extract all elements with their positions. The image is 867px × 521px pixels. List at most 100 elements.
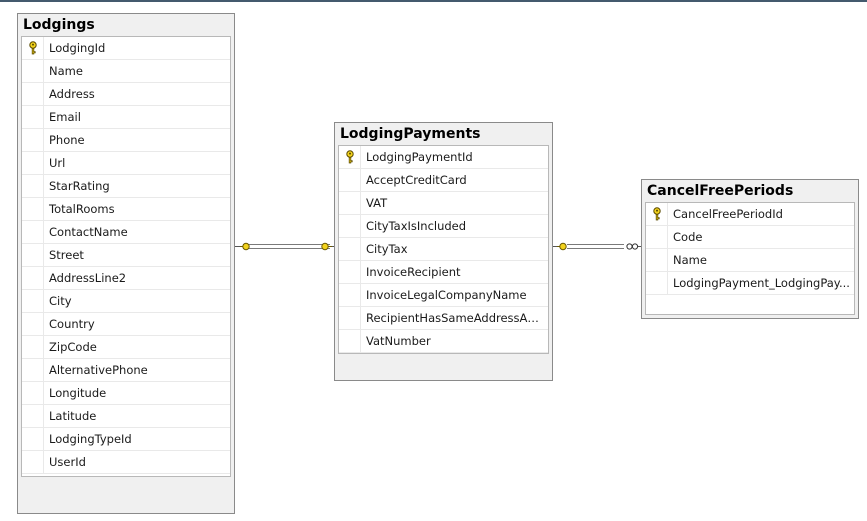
row-selector xyxy=(22,451,44,473)
row-selector xyxy=(646,272,668,294)
row-selector xyxy=(339,330,361,352)
row-selector xyxy=(22,37,44,59)
column-row[interactable]: Country xyxy=(22,313,230,336)
column-row[interactable]: City xyxy=(22,290,230,313)
column-name: Email xyxy=(49,110,81,124)
primary-key-icon xyxy=(345,150,354,164)
column-row[interactable]: UserId xyxy=(22,451,230,474)
column-name: ZipCode xyxy=(49,340,97,354)
column-row[interactable]: ContactName xyxy=(22,221,230,244)
column-row[interactable]: LodgingId xyxy=(22,37,230,60)
row-selector xyxy=(339,238,361,260)
row-selector xyxy=(22,221,44,243)
row-selector xyxy=(339,146,361,168)
row-selector xyxy=(339,215,361,237)
column-row[interactable]: InvoiceRecipient xyxy=(339,261,548,284)
column-row[interactable]: AddressLine2 xyxy=(22,267,230,290)
column-row[interactable]: ZipCode xyxy=(22,336,230,359)
row-selector xyxy=(22,313,44,335)
row-selector xyxy=(22,405,44,427)
relationship-payments-cancelfree[interactable] xyxy=(552,242,642,251)
row-selector xyxy=(339,169,361,191)
column-row[interactable]: Email xyxy=(22,106,230,129)
row-selector xyxy=(22,152,44,174)
column-name: StarRating xyxy=(49,179,110,193)
column-name: AlternativePhone xyxy=(49,363,148,377)
column-name: CityTaxIsIncluded xyxy=(366,219,467,233)
table-title[interactable]: Lodgings xyxy=(23,17,95,33)
row-selector xyxy=(22,175,44,197)
column-name: UserId xyxy=(49,455,86,469)
key-end-icon xyxy=(240,242,250,251)
column-row[interactable]: RecipientHasSameAddressAsLo... xyxy=(339,307,548,330)
row-selector xyxy=(22,267,44,289)
column-row[interactable]: InvoiceLegalCompanyName xyxy=(339,284,548,307)
column-row[interactable]: Address xyxy=(22,83,230,106)
row-selector xyxy=(646,203,668,225)
column-row[interactable]: Phone xyxy=(22,129,230,152)
row-selector xyxy=(22,106,44,128)
row-selector xyxy=(22,359,44,381)
column-row[interactable]: AcceptCreditCard xyxy=(339,169,548,192)
column-name: LodgingPaymentId xyxy=(366,150,473,164)
row-selector xyxy=(646,249,668,271)
column-name: AcceptCreditCard xyxy=(366,173,467,187)
column-row[interactable]: Street xyxy=(22,244,230,267)
column-name: Longitude xyxy=(49,386,107,400)
column-name: LodgingId xyxy=(49,41,106,55)
column-name: Name xyxy=(673,253,707,267)
column-row[interactable]: LodgingPaymentId xyxy=(339,146,548,169)
column-row[interactable]: TotalRooms xyxy=(22,198,230,221)
column-row[interactable]: CityTaxIsIncluded xyxy=(339,215,548,238)
column-row[interactable]: CancelFreePeriodId xyxy=(646,203,854,226)
table-title[interactable]: CancelFreePeriods xyxy=(647,183,794,199)
row-selector xyxy=(22,60,44,82)
row-selector xyxy=(22,290,44,312)
column-row[interactable]: LodgingPayment_LodgingPay... xyxy=(646,272,854,295)
table-title[interactable]: LodgingPayments xyxy=(340,126,481,142)
column-row[interactable]: AlternativePhone xyxy=(22,359,230,382)
key-end-icon xyxy=(321,242,332,251)
primary-key-icon xyxy=(652,207,661,221)
column-name: TotalRooms xyxy=(49,202,115,216)
column-name: Code xyxy=(673,230,703,244)
column-row[interactable]: CityTax xyxy=(339,238,548,261)
column-row[interactable]: StarRating xyxy=(22,175,230,198)
relationship-lodgings-payments[interactable] xyxy=(234,242,334,251)
primary-key-icon xyxy=(28,41,37,55)
column-name: ContactName xyxy=(49,225,128,239)
key-end-icon xyxy=(557,242,567,251)
row-selector xyxy=(22,428,44,450)
column-name: Address xyxy=(49,87,95,101)
column-row[interactable]: Url xyxy=(22,152,230,175)
column-row[interactable]: VAT xyxy=(339,192,548,215)
column-row[interactable]: LodgingTypeId xyxy=(22,428,230,451)
column-name: Street xyxy=(49,248,84,262)
column-row[interactable]: Latitude xyxy=(22,405,230,428)
row-selector xyxy=(22,244,44,266)
column-name: AddressLine2 xyxy=(49,271,127,285)
column-name: Phone xyxy=(49,133,85,147)
column-row[interactable]: Name xyxy=(646,249,854,272)
column-row[interactable]: Longitude xyxy=(22,382,230,405)
column-name: LodgingPayment_LodgingPay... xyxy=(673,276,850,290)
column-name: Country xyxy=(49,317,95,331)
column-row[interactable]: Name xyxy=(22,60,230,83)
row-selector xyxy=(339,261,361,283)
infinity-end-icon xyxy=(626,243,639,250)
row-selector xyxy=(339,192,361,214)
column-row[interactable]: VatNumber xyxy=(339,330,548,353)
column-row[interactable]: Code xyxy=(646,226,854,249)
column-name: InvoiceRecipient xyxy=(366,265,461,279)
column-name: RecipientHasSameAddressAsLo... xyxy=(366,311,548,325)
row-selector xyxy=(22,382,44,404)
column-name: VAT xyxy=(366,196,388,210)
column-name: InvoiceLegalCompanyName xyxy=(366,288,527,302)
row-selector xyxy=(646,226,668,248)
